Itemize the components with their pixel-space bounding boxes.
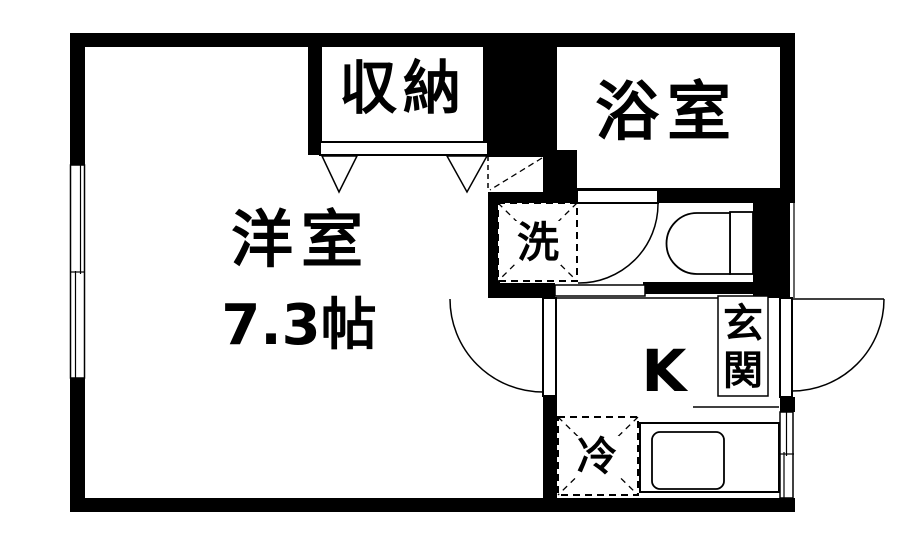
window-left [69, 164, 86, 379]
door-leaf [542, 297, 557, 397]
wall-kitchen-top [643, 282, 753, 294]
kitchen-label: K [641, 337, 687, 405]
toilet [665, 211, 754, 275]
washing-machine-label: 洗 [514, 218, 562, 267]
bathroom-label: 浴室 [595, 76, 739, 150]
thin-lines [548, 188, 795, 408]
door-entrance [779, 297, 885, 398]
closet-front [319, 141, 489, 194]
wall-washroom-top [488, 192, 560, 203]
door-leaf [576, 189, 659, 204]
toilet-tank [729, 211, 754, 275]
dashed-opening-diagonal [489, 157, 543, 191]
door-swing-arc [449, 298, 544, 393]
wall-closet-left [308, 33, 322, 155]
wall-left-upper [70, 33, 85, 165]
sliding-door-washroom [554, 284, 646, 297]
dashed-opening [487, 156, 543, 192]
wall-bottom [70, 498, 795, 512]
wall-right-upper [780, 33, 795, 203]
entrance-label: 玄関 [721, 300, 765, 396]
wall-washroom-bottom-left [488, 283, 555, 298]
wall-toilet-right-block [753, 188, 790, 298]
window-right [779, 411, 794, 499]
toilet-bowl [665, 212, 731, 275]
wall-left-lower [70, 378, 85, 512]
door-bathroom [576, 189, 659, 284]
sliding-door-panel [554, 284, 646, 297]
closet-folding-door [445, 155, 489, 194]
closet-label: 収納 [338, 54, 468, 122]
wall-bath-left [543, 47, 557, 203]
door-living [449, 297, 557, 397]
door-leaf [779, 297, 793, 398]
door-swing-arc [791, 298, 885, 392]
refrigerator-label: 冷 [575, 434, 619, 480]
kitchen-counter [639, 422, 780, 493]
wall-living-kitchen [543, 396, 557, 500]
living-size-label: 7.3帖 [221, 293, 377, 358]
living-room-label: 洋室 [230, 203, 372, 276]
wall-top [70, 33, 795, 47]
sink [651, 431, 725, 490]
wall-entrance-stub [780, 397, 795, 412]
closet-folding-door [320, 155, 359, 194]
door-swing-arc [577, 203, 659, 284]
closet-track [319, 141, 489, 156]
